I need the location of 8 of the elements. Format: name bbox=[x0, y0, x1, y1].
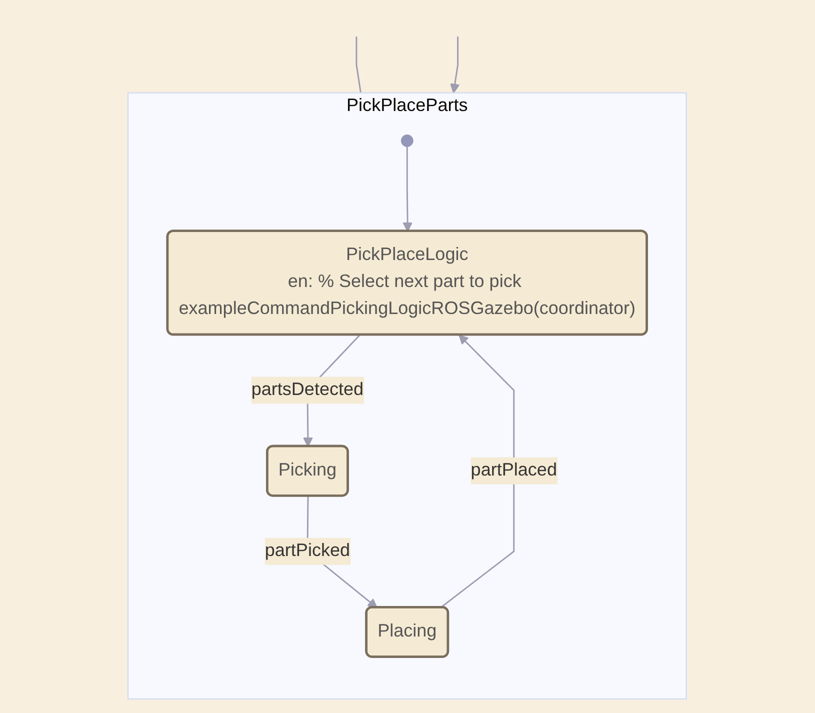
edge-label: partPlaced bbox=[471, 460, 558, 480]
edge-label: partsDetected bbox=[252, 380, 364, 400]
node-circle bbox=[401, 134, 414, 147]
arrow bbox=[402, 146, 413, 232]
arrow bbox=[440, 334, 515, 608]
edge-label: partPicked bbox=[265, 541, 350, 560]
connector bbox=[356, 36, 362, 93]
arrow bbox=[450, 36, 460, 94]
